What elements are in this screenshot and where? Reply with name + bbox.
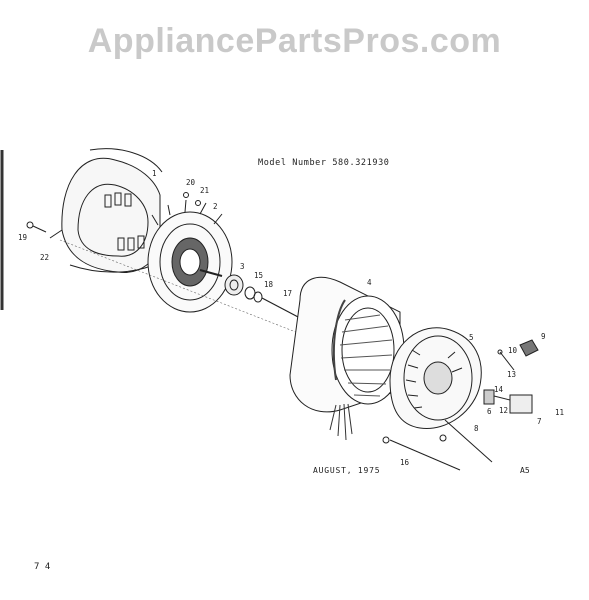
callout-18: 18: [264, 280, 274, 289]
callout-2: 2: [213, 202, 218, 211]
terminal-part: [497, 339, 539, 371]
callout-10: 10: [508, 346, 518, 355]
callout-6: 6: [487, 407, 492, 416]
rotor-part: [147, 199, 233, 313]
callout-20: 20: [186, 178, 196, 187]
callout-22: 22: [40, 253, 50, 262]
callout-17: 17: [283, 289, 293, 298]
terminal-block-part: [483, 389, 533, 414]
callout-12: 12: [499, 406, 509, 415]
callout-8: 8: [474, 424, 479, 433]
bearing-part: [224, 274, 244, 296]
callout-4: 4: [367, 278, 372, 287]
model-number-label: Model Number 580.321930: [258, 158, 390, 168]
callout-11: 11: [555, 408, 565, 417]
callout-19: 19: [18, 233, 28, 242]
end-plate-part: [389, 327, 482, 429]
shaft-centerline: [59, 239, 471, 401]
callout-21: 21: [200, 186, 210, 195]
stator-part: [289, 276, 405, 441]
callout-1: 1: [152, 169, 157, 178]
callout-3: 3: [240, 262, 245, 271]
callout-13: 13: [507, 370, 517, 379]
callout-16: 16: [400, 458, 410, 467]
callout-7: 7: [537, 417, 542, 426]
page-code-label: A5: [520, 466, 530, 475]
washer-part: [244, 286, 263, 303]
through-bolt-part: [261, 297, 301, 319]
callout-15: 15: [254, 271, 264, 280]
callout-9: 9: [541, 332, 546, 341]
watermark: AppliancePartsPros.com: [87, 22, 502, 60]
callout-5: 5: [469, 333, 474, 342]
callout-14: 14: [494, 385, 504, 394]
corner-mark: 7 4: [34, 562, 51, 572]
end-bell-part: [49, 148, 163, 273]
lower-bolts: [382, 419, 493, 471]
date-label: AUGUST, 1975: [313, 466, 381, 475]
screw-hardware: [26, 192, 201, 233]
